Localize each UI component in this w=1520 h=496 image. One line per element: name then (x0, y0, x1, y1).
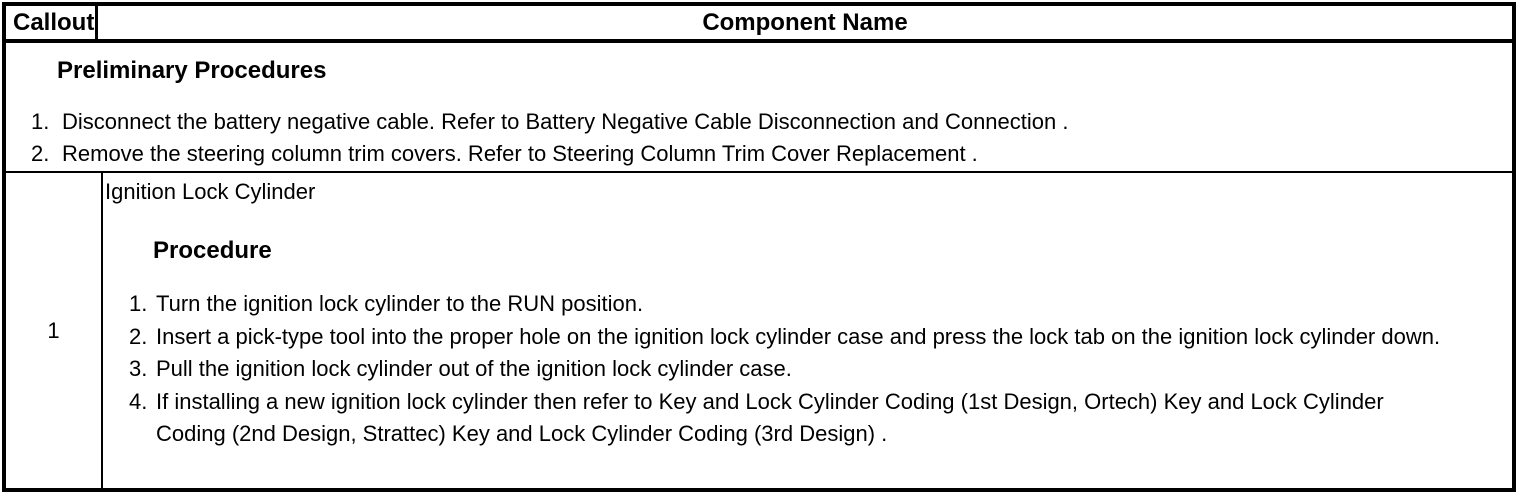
step-number: 2. (31, 141, 50, 166)
step-number: 2. (129, 323, 148, 349)
step-text: Turn the ignition lock cylinder to the R… (156, 291, 644, 316)
preliminary-procedures-title: Preliminary Procedures (57, 57, 327, 84)
list-item: 1. Turn the ignition lock cylinder to th… (129, 288, 1454, 321)
header-component-name-label: Component Name (702, 8, 908, 36)
header-callout-label: Callout (13, 8, 95, 36)
component-name: Ignition Lock Cylinder (105, 179, 316, 204)
step-text: Disconnect the battery negative cable. R… (62, 109, 1069, 134)
list-item: 2. Remove the steering column trim cover… (6, 138, 1512, 170)
step-number: 3. (129, 356, 148, 381)
step-text: Insert a pick-type tool into the proper … (156, 323, 1441, 349)
procedure-steps-list: 1. Turn the ignition lock cylinder to th… (105, 288, 1454, 451)
component-cell: Ignition Lock Cylinder Procedure 1. Turn… (103, 173, 1512, 488)
step-number: 1. (129, 291, 148, 316)
step-text: If installing a new ignition lock cylind… (156, 388, 1384, 447)
step-text: Pull the ignition lock cylinder out of t… (156, 356, 792, 381)
header-cell-component-name: Component Name (98, 6, 1512, 39)
callout-number: 1 (47, 317, 60, 343)
procedure-title: Procedure (153, 237, 272, 264)
list-item: 3. Pull the ignition lock cylinder out o… (129, 353, 1454, 386)
table-header-row: Callout Component Name (6, 6, 1512, 43)
list-item: 4. If installing a new ignition lock cyl… (129, 386, 1454, 451)
step-number: 4. (129, 388, 148, 414)
preliminary-procedures-row: Preliminary Procedures 1. Disconnect the… (6, 43, 1512, 173)
step-number: 1. (31, 109, 50, 134)
table-row: 1 Ignition Lock Cylinder Procedure 1. Tu… (6, 173, 1512, 488)
step-text: Remove the steering column trim covers. … (62, 141, 978, 166)
list-item: 1. Disconnect the battery negative cable… (6, 106, 1512, 138)
callout-cell: 1 (6, 173, 103, 488)
list-item: 2. Insert a pick-type tool into the prop… (129, 321, 1454, 354)
preliminary-steps-list: 1. Disconnect the battery negative cable… (6, 106, 1512, 170)
header-cell-callout: Callout (6, 6, 98, 39)
